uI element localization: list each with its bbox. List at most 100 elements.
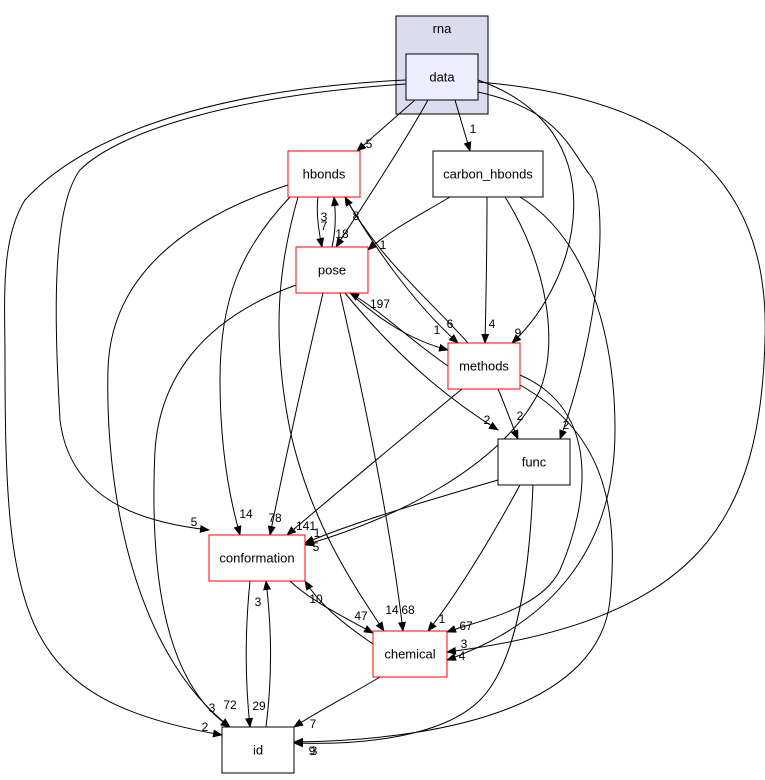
- edge-line[interactable]: [446, 196, 616, 661]
- edge-hbonds-to-chemical[interactable]: 14: [278, 196, 399, 632]
- edge-count-label: 72: [223, 698, 237, 712]
- edge-count-label: 67: [459, 619, 473, 633]
- edge-count-label: 68: [401, 603, 415, 617]
- edge-count-label: 78: [268, 511, 282, 525]
- edge-line[interactable]: [356, 99, 416, 152]
- edge-methods-to-hbonds[interactable]: 8: [344, 196, 469, 344]
- node-id[interactable]: id: [221, 726, 295, 774]
- edge-func-to-chemical[interactable]: 1: [427, 484, 521, 632]
- edge-data-to-func[interactable]: 2: [477, 91, 601, 440]
- node-box[interactable]: [287, 150, 361, 198]
- edge-pose-to-conformation[interactable]: 78: [267, 292, 324, 536]
- edge-line[interactable]: [304, 479, 499, 544]
- edge-pose-to-methods[interactable]: 1: [349, 292, 449, 352]
- node-conformation[interactable]: conformation: [208, 534, 306, 582]
- edge-line[interactable]: [153, 284, 297, 728]
- node-label: func: [522, 455, 547, 470]
- edge-data-to-conformation[interactable]: 5: [55, 83, 407, 533]
- node-data[interactable]: data: [405, 53, 479, 101]
- edge-data-to-carbon_hbonds[interactable]: 1: [454, 99, 477, 152]
- edge-pose-to-chemical[interactable]: 68: [339, 292, 415, 632]
- edge-carbon_hbonds-to-chemical[interactable]: 4: [446, 196, 616, 663]
- edge-line[interactable]: [267, 292, 324, 536]
- edge-line[interactable]: [316, 196, 325, 248]
- edge-line[interactable]: [477, 91, 601, 440]
- edge-line[interactable]: [293, 384, 613, 746]
- edge-line[interactable]: [107, 184, 289, 728]
- edge-pose-to-id[interactable]: 72: [153, 284, 297, 728]
- edge-methods-to-func[interactable]: 2: [497, 388, 524, 440]
- edge-line[interactable]: [304, 196, 550, 547]
- edge-methods-to-chemical[interactable]: 67: [446, 374, 583, 633]
- edge-hbonds-to-pose[interactable]: 7: [316, 196, 328, 248]
- edge-methods-to-pose[interactable]: 197: [349, 292, 449, 367]
- edge-id-to-conformation[interactable]: 3: [255, 580, 272, 728]
- edge-data-to-pose[interactable]: 18: [335, 99, 429, 248]
- node-chemical[interactable]: chemical: [372, 630, 448, 678]
- node-box[interactable]: [372, 630, 448, 678]
- node-box[interactable]: [295, 246, 369, 294]
- edge-count-label: 3: [255, 595, 262, 609]
- edge-line[interactable]: [335, 99, 429, 248]
- edge-carbon_hbonds-to-conformation[interactable]: 1: [304, 196, 550, 547]
- edge-line[interactable]: [481, 196, 490, 344]
- edge-line[interactable]: [289, 580, 374, 634]
- edge-func-to-id[interactable]: 3: [293, 484, 534, 758]
- edge-hbonds-to-conformation[interactable]: 14: [219, 196, 291, 536]
- edge-line[interactable]: [55, 83, 407, 533]
- edge-line[interactable]: [339, 292, 406, 632]
- edge-line[interactable]: [477, 79, 575, 344]
- edge-line[interactable]: [286, 388, 463, 536]
- node-methods[interactable]: methods: [447, 342, 521, 390]
- node-func[interactable]: func: [497, 438, 571, 486]
- edge-data-to-methods[interactable]: 9: [477, 79, 575, 344]
- node-carbon_hbonds[interactable]: carbon_hbonds: [432, 150, 544, 198]
- edge-line[interactable]: [427, 484, 521, 632]
- node-pose[interactable]: pose: [295, 246, 369, 294]
- edge-count-label: 4: [459, 649, 466, 663]
- edge-data-to-id[interactable]: 2: [4, 79, 407, 738]
- edge-line[interactable]: [349, 292, 449, 352]
- edge-pose-to-hbonds[interactable]: 3: [321, 196, 340, 248]
- edge-methods-to-conformation[interactable]: 141: [286, 388, 463, 536]
- edge-line[interactable]: [293, 484, 534, 748]
- edge-func-to-conformation[interactable]: 5: [304, 479, 499, 554]
- cluster-label: rna: [433, 21, 453, 36]
- edge-count-label: 2: [484, 413, 491, 427]
- edge-line[interactable]: [278, 196, 385, 632]
- node-label: carbon_hbonds: [443, 167, 533, 182]
- node-box[interactable]: [432, 150, 544, 198]
- edge-hbonds-to-id[interactable]: 3: [107, 184, 289, 728]
- edge-line[interactable]: [344, 292, 499, 431]
- edge-data-to-hbonds[interactable]: 5: [356, 99, 416, 152]
- edge-line[interactable]: [304, 580, 374, 645]
- edge-line[interactable]: [344, 196, 469, 344]
- node-box[interactable]: [447, 342, 521, 390]
- edge-line[interactable]: [293, 676, 381, 728]
- edge-methods-to-id[interactable]: 9: [293, 384, 613, 758]
- edge-carbon_hbonds-to-methods[interactable]: 4: [481, 196, 496, 344]
- edge-line[interactable]: [446, 374, 583, 633]
- edge-conformation-to-chemical[interactable]: 47: [289, 580, 374, 634]
- edge-line[interactable]: [331, 196, 340, 248]
- node-box[interactable]: [221, 726, 295, 774]
- edge-chemical-to-id[interactable]: 7: [293, 676, 381, 731]
- edge-pose-to-func[interactable]: 2: [344, 292, 499, 431]
- edge-chemical-to-conformation[interactable]: 10: [304, 580, 374, 645]
- edge-carbon_hbonds-to-pose[interactable]: 1: [367, 196, 451, 252]
- node-box[interactable]: [497, 438, 571, 486]
- edge-count-label: 1: [439, 612, 446, 626]
- edge-count-label: 197: [370, 297, 390, 311]
- edge-line[interactable]: [4, 79, 407, 738]
- edge-line[interactable]: [454, 99, 472, 152]
- edge-conformation-to-id[interactable]: 29: [245, 580, 266, 728]
- edge-line[interactable]: [245, 580, 254, 728]
- edge-line[interactable]: [219, 196, 291, 536]
- edge-line[interactable]: [497, 388, 519, 440]
- edge-line[interactable]: [367, 196, 451, 251]
- edge-line[interactable]: [349, 292, 449, 367]
- edge-line[interactable]: [263, 580, 272, 728]
- node-box[interactable]: [405, 53, 479, 101]
- node-hbonds[interactable]: hbonds: [287, 150, 361, 198]
- node-box[interactable]: [208, 534, 306, 582]
